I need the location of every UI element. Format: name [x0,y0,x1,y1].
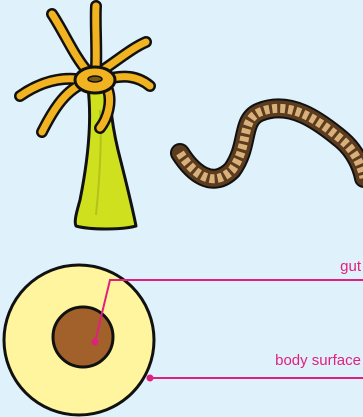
hydra-icon [20,6,150,229]
gut-pointer-dot [92,339,99,346]
cross-section [4,265,154,415]
earthworm-icon [180,108,363,178]
gut-label: gut [340,258,362,275]
gut-circle [53,307,113,367]
body-surface-label: body surface [275,352,361,369]
hydra-mouth [88,76,102,82]
body-surface-pointer-dot [147,375,154,382]
